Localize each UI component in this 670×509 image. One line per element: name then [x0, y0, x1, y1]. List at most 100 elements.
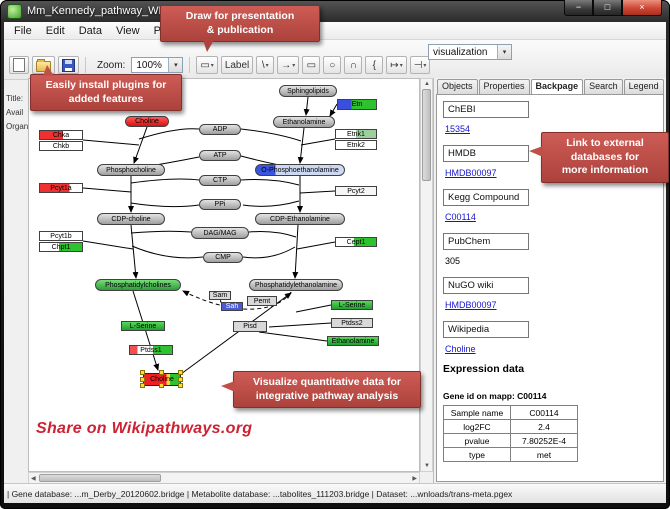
datanode-tool-dropdown-icon: ▾ [210, 62, 214, 69]
pathway-node-cmp[interactable]: CMP [203, 252, 243, 263]
visualization-select[interactable]: visualization ▾ [428, 44, 512, 60]
tab-objects[interactable]: Objects [437, 79, 478, 95]
zoom-dropdown-icon[interactable]: ▾ [168, 58, 183, 72]
pathway-node-pcyt1b[interactable]: Pcyt1b [39, 231, 83, 241]
backpage-link-kegg-compound[interactable]: C00114 [445, 212, 476, 222]
pathway-node-chpt1[interactable]: Chpt1 [39, 242, 83, 252]
pathway-node-sah[interactable]: Sah [221, 302, 243, 311]
minimize-button[interactable]: − [564, 0, 593, 16]
backpage-link-wikipedia[interactable]: Choline [445, 344, 476, 354]
pathway-node-ethanolamine[interactable]: Ethanolamine [273, 116, 335, 128]
pathway-node-o-phosphoethanolamine[interactable]: O-Phosphoethanolamine [255, 164, 345, 176]
pathway-node-chkb[interactable]: Chkb [39, 141, 83, 151]
selection-handle[interactable] [178, 376, 183, 382]
vertical-scroll-thumb[interactable] [422, 89, 431, 181]
scroll-down-icon[interactable]: ▼ [424, 463, 430, 469]
toolbar-separator [85, 57, 86, 73]
pathway-node-l-serine[interactable]: L-Serine [331, 300, 373, 310]
pathway-node-etnk2[interactable]: Etnk2 [335, 140, 377, 150]
pathway-node-sphingolipids[interactable]: Sphingolipids [279, 85, 337, 97]
maximize-button[interactable]: □ [593, 0, 622, 16]
tab-properties[interactable]: Properties [478, 79, 530, 95]
backpage-link-hmdb[interactable]: HMDB00097 [445, 168, 497, 178]
menu-data[interactable]: Data [78, 24, 102, 37]
pathway-node-phosphatidylcholines[interactable]: Phosphatidylcholines [95, 279, 181, 291]
pathway-node-cdp-choline[interactable]: CDP-choline [97, 213, 165, 225]
pathway-node-phosphatidylethanolamine[interactable]: Phosphatidylethanolamine [249, 279, 343, 291]
backpage-header-hmdb: HMDB [443, 145, 529, 162]
interaction-tool[interactable]: ↦▾ [386, 56, 407, 74]
oval-tool[interactable]: ○ [323, 56, 342, 74]
visualization-dropdown-icon[interactable]: ▾ [497, 45, 511, 59]
zoom-select[interactable]: 100% ▾ [131, 57, 184, 73]
pathway-node-ctp[interactable]: CTP [199, 175, 241, 186]
pathway-node-ppi[interactable]: PPi [199, 199, 241, 210]
tbar-tool[interactable]: ⊣▾ [409, 56, 431, 74]
backpage-link-chebi[interactable]: 15354 [445, 124, 471, 134]
backpage-link-nugo-wiki[interactable]: HMDB00097 [445, 300, 497, 310]
pathway-node-ethanolamine[interactable]: Ethanolamine [327, 336, 379, 346]
tab-backpage[interactable]: Backpage [530, 79, 584, 95]
scroll-right-icon[interactable]: ▶ [412, 476, 417, 482]
save-button[interactable] [58, 56, 79, 74]
callout-draw-line2: & publication [206, 23, 274, 36]
window-controls: − □ × [564, 0, 662, 16]
pathway-node-ptdss2[interactable]: Ptdss2 [331, 318, 373, 328]
menu-file[interactable]: File [14, 24, 32, 37]
new-file-button[interactable] [9, 56, 29, 74]
brace-tool[interactable]: { [365, 56, 384, 74]
horizontal-scroll-thumb[interactable] [39, 474, 161, 482]
pathway-node-cdp-ethanolamine[interactable]: CDP-Ethanolamine [255, 213, 345, 225]
menu-edit[interactable]: Edit [45, 24, 65, 37]
backpage-header-nugo-wiki: NuGO wiki [443, 277, 529, 294]
line-tool[interactable]: \▾ [256, 56, 275, 74]
selection-handle[interactable] [159, 383, 164, 388]
scroll-up-icon[interactable]: ▲ [424, 81, 430, 87]
datanode-tool[interactable]: ▭▾ [196, 56, 218, 74]
pathway-node-ptdss1[interactable]: Ptdss1 [129, 345, 173, 355]
scroll-left-icon[interactable]: ◀ [31, 476, 36, 482]
pathway-node-pcyt1a[interactable]: Pcyt1a [39, 183, 83, 193]
connector-tool-dropdown-icon: ▾ [292, 62, 296, 69]
tab-search[interactable]: Search [584, 79, 623, 95]
selection-handle[interactable] [178, 370, 183, 375]
pathway-node-dag-mag[interactable]: DAG/MAG [191, 227, 249, 239]
pathway-node-pcyt2[interactable]: Pcyt2 [335, 186, 377, 196]
tab-legend[interactable]: Legend [623, 79, 664, 95]
selection-handle[interactable] [140, 370, 145, 375]
title-bar[interactable]: Mm_Kennedy_pathway_WP1771_45176.gpml − □… [0, 0, 670, 22]
selection-handle[interactable] [140, 383, 145, 388]
pathway-node-pisd[interactable]: Pisd [233, 321, 267, 332]
pathway-node-cept1[interactable]: Cept1 [335, 237, 377, 247]
horizontal-scrollbar[interactable]: ◀ ▶ [28, 472, 420, 484]
pathway-node-atp[interactable]: ATP [199, 150, 241, 161]
pathway-node-choline[interactable]: Choline [125, 116, 169, 127]
expression-cell: 2.4 [510, 419, 578, 434]
menu-view[interactable]: View [115, 24, 140, 37]
selection-handle[interactable] [159, 370, 164, 375]
label-tool[interactable]: Label [220, 56, 254, 74]
pathway-node-l-serine[interactable]: L-Serine [121, 321, 165, 331]
selection-handle[interactable] [178, 383, 183, 388]
arc-tool[interactable]: ∩ [344, 56, 363, 74]
pathway-node-phosphocholine[interactable]: Phosphocholine [97, 164, 165, 176]
gene-id-label: Gene id on mapp: C00114 [443, 391, 547, 401]
callout-visualize: Visualize quantitative data for integrat… [221, 371, 421, 409]
pathway-node-sam[interactable]: Sam [209, 291, 231, 300]
vertical-scrollbar[interactable]: ▲ ▼ [420, 78, 433, 472]
pathway-node-etn[interactable]: Etn [337, 99, 377, 110]
pathway-node-adp[interactable]: ADP [199, 124, 241, 135]
pathway-node-etnk1[interactable]: Etnk1 [335, 129, 377, 139]
selection-handle[interactable] [140, 376, 145, 382]
pathway-node-pemt[interactable]: Pemt [247, 296, 277, 306]
close-button[interactable]: × [622, 0, 662, 16]
connector-tool[interactable]: →▾ [277, 56, 300, 74]
rectangle-tool[interactable]: ▭ [302, 56, 321, 74]
pathway-node-chka[interactable]: Chka [39, 130, 83, 140]
